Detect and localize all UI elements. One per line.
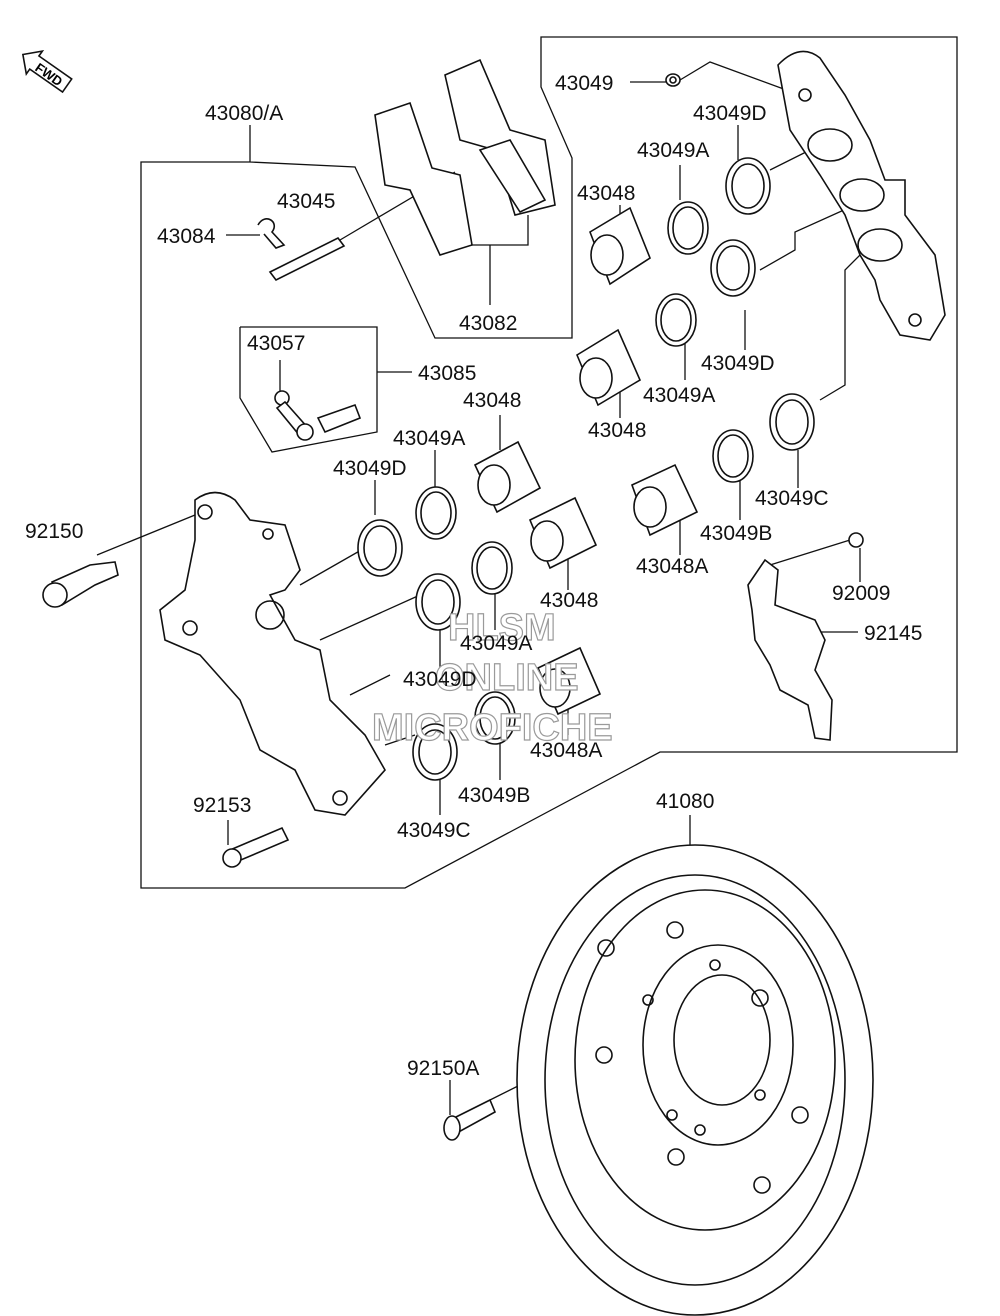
caliper-right: [777, 50, 946, 341]
part-labels: 43080/A 43045 43084 43082 43057 43085 92…: [25, 72, 922, 1080]
label-43048-center: 43048: [540, 589, 598, 612]
label-43049A-top: 43049A: [637, 139, 709, 162]
bleeder-set: [274, 390, 362, 441]
label-43049A-right: 43049A: [643, 384, 715, 407]
watermark-line3: MICROFICHE: [372, 707, 613, 749]
r-clip: [257, 218, 286, 249]
label-43048A-right: 43048A: [636, 555, 708, 578]
label-43085: 43085: [418, 362, 476, 385]
label-92145: 92145: [864, 622, 922, 645]
caliper-cover: [747, 558, 833, 741]
brake-disc: [516, 844, 874, 1316]
label-92009: 92009: [832, 582, 890, 605]
label-43057: 43057: [247, 332, 305, 355]
label-43049B-center: 43049B: [458, 784, 530, 807]
label-41080: 41080: [656, 790, 714, 813]
watermark-line2: ONLINE: [435, 657, 579, 699]
label-43049A-center: 43049A: [460, 632, 532, 655]
disc-bolt-92150A: [443, 1098, 497, 1141]
label-43049: 43049: [555, 72, 613, 95]
label-92150A: 92150A: [407, 1057, 479, 1080]
label-43049D-center: 43049D: [403, 668, 477, 691]
label-43049C-center: 43049C: [397, 819, 471, 842]
label-43082: 43082: [459, 312, 517, 335]
pistons: [473, 206, 699, 716]
label-43048-left: 43048: [463, 389, 521, 412]
label-43048A-center: 43048A: [530, 739, 602, 762]
label-92153: 92153: [193, 794, 251, 817]
label-43049D-right: 43049D: [701, 352, 775, 375]
label-43049D-top: 43049D: [693, 102, 767, 125]
label-43049C-right: 43049C: [755, 487, 829, 510]
watermark-line1: HLSM: [448, 607, 556, 649]
seals: [357, 73, 815, 781]
brake-pads: [374, 58, 556, 256]
watermark: HLSM ONLINE MICROFICHE: [371, 606, 613, 749]
label-43049D-left: 43049D: [333, 457, 407, 480]
label-43084: 43084: [157, 225, 216, 248]
label-92150: 92150: [25, 520, 83, 543]
label-43048-mid: 43048: [588, 419, 646, 442]
label-43080A: 43080/A: [205, 102, 283, 125]
caliper-left: [159, 491, 386, 816]
label-43048-upper: 43048: [577, 182, 635, 205]
label-43049B-right: 43049B: [700, 522, 772, 545]
frame-lines: [140, 36, 958, 889]
label-43045: 43045: [277, 190, 335, 213]
bolt-92150: [42, 561, 119, 608]
pad-pin: [268, 236, 346, 282]
fwd-arrow-icon: FWD: [21, 49, 73, 94]
bolt-92009: [848, 532, 864, 548]
label-43049A-left: 43049A: [393, 427, 465, 450]
bolt-92153: [222, 826, 290, 868]
